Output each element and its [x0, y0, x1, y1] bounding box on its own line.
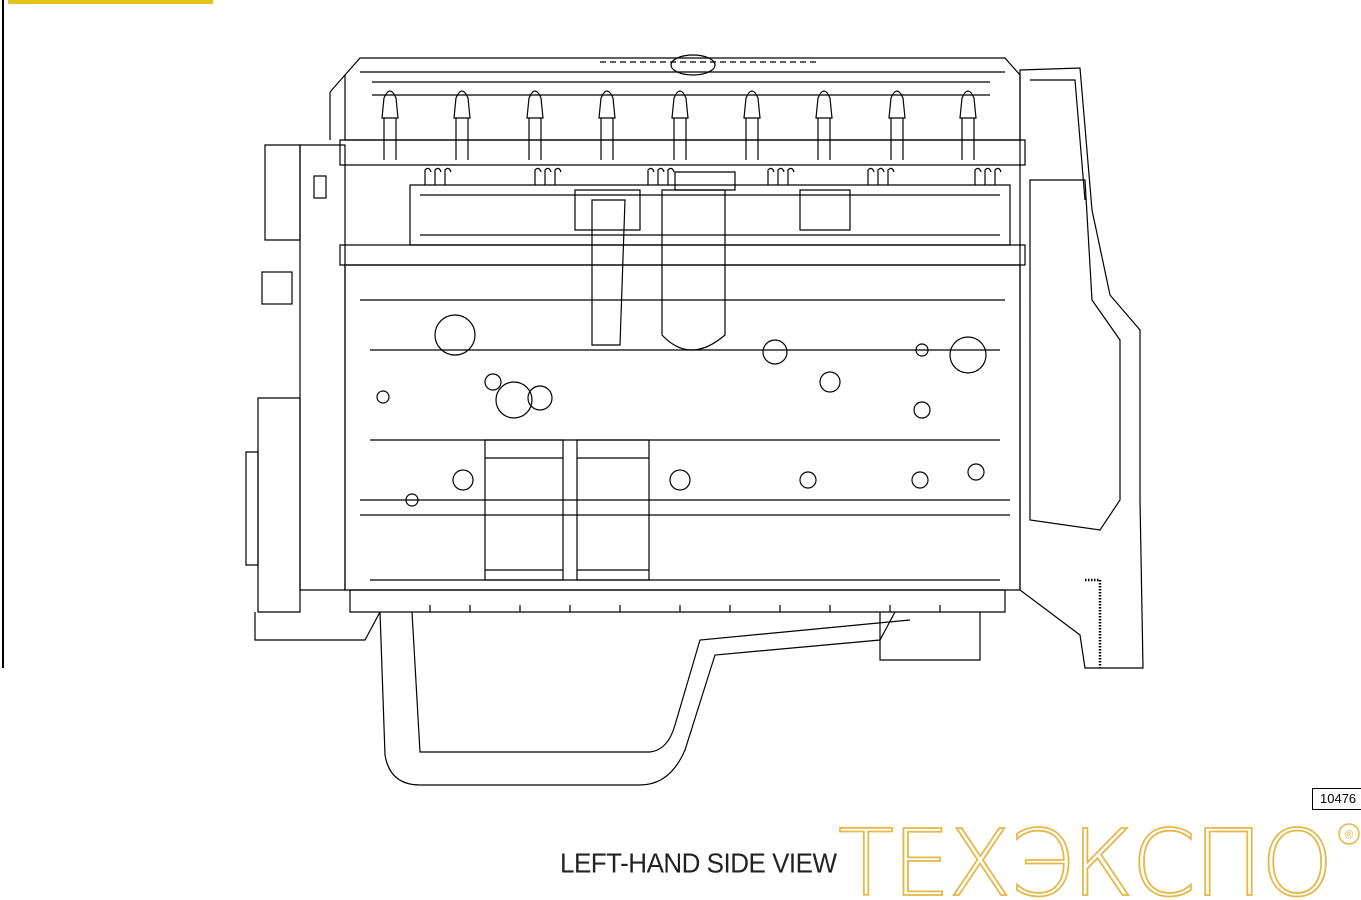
header-accent-bar: [8, 0, 213, 4]
valve-cover-rib-stem: [600, 118, 614, 160]
valve-cover-rib-stem: [383, 118, 397, 160]
valve-cover-rib: [888, 90, 906, 119]
valve-cover-rib: [598, 90, 616, 119]
injector-clip: [554, 167, 562, 185]
page-border-rule: [2, 0, 4, 668]
drawing-reference-code: 10476: [1312, 788, 1361, 810]
valve-cover-rib: [381, 90, 399, 119]
block-bosses: [376, 314, 987, 507]
valve-cover-rib-stem: [890, 118, 904, 160]
valve-cover-rib-stem: [673, 118, 687, 160]
valve-cover-rib: [815, 90, 833, 119]
injector-clip: [544, 167, 552, 185]
front-pulley: [245, 144, 381, 641]
injector-clip: [867, 167, 875, 185]
block-boss: [913, 401, 931, 419]
injector-clip: [647, 167, 655, 185]
block-boss: [799, 471, 817, 489]
watermark-logo: ТЕХЭКСПО: [838, 817, 1334, 900]
block-boss: [527, 385, 553, 411]
block-boss: [376, 390, 390, 404]
intake-pipe: [574, 171, 851, 351]
valve-cover-rib-stem: [961, 118, 975, 160]
block-boss: [495, 381, 533, 419]
block-boss: [915, 343, 929, 357]
flywheel-housing: [1019, 67, 1144, 669]
injector-clip: [787, 167, 795, 185]
injector-clip: [887, 167, 895, 185]
block-boss: [405, 493, 419, 507]
injector-clip: [534, 167, 542, 185]
injector-clip: [777, 167, 785, 185]
valve-cover-rib-stem: [455, 118, 469, 160]
injector-clip: [657, 167, 665, 185]
block-boss: [484, 373, 502, 391]
oil-filters: [484, 439, 650, 581]
valve-cover-rib-stem: [745, 118, 759, 160]
injector-clip: [767, 167, 775, 185]
valve-cover-rib-stem: [528, 118, 542, 160]
registered-mark: ®: [1338, 823, 1360, 845]
view-caption: LEFT-HAND SIDE VIEW: [560, 847, 837, 879]
block-boss: [819, 371, 841, 393]
valve-cover-rib: [526, 90, 544, 119]
valve-cover: [329, 54, 1021, 141]
block-boss: [452, 469, 474, 491]
oil-pan: [379, 611, 981, 786]
injector-rail: [339, 139, 1026, 266]
valve-cover-ribs: [381, 90, 977, 160]
watermark-text: ТЕХЭКСПО: [838, 817, 1331, 900]
block-boss: [434, 314, 476, 356]
injector-clip: [434, 167, 442, 185]
injector-clip: [877, 167, 885, 185]
block-boss: [949, 336, 987, 374]
block-boss: [911, 471, 929, 489]
injector-clip: [424, 167, 432, 185]
injector-clip: [667, 167, 675, 185]
injector-clips: [424, 167, 1002, 185]
registered-symbol: ®: [1345, 828, 1354, 842]
block-boss: [967, 463, 985, 481]
valve-cover-rib: [743, 90, 761, 119]
valve-cover-rib: [959, 90, 977, 119]
injector-clip: [444, 167, 452, 185]
block-boss: [762, 339, 788, 365]
valve-cover-rib-stem: [817, 118, 831, 160]
valve-cover-rib: [453, 90, 471, 119]
block-boss: [669, 469, 691, 491]
injector-clip: [984, 167, 992, 185]
valve-cover-rib: [671, 90, 689, 119]
injector-clip: [994, 167, 1002, 185]
injector-clip: [974, 167, 982, 185]
